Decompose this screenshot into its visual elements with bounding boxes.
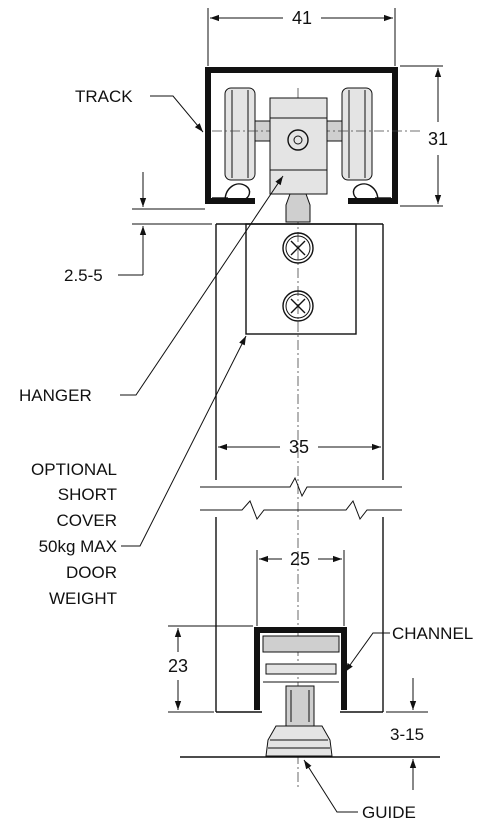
callout-track: TRACK xyxy=(75,87,204,133)
dimension-channel-height: 23 xyxy=(168,625,253,713)
dim-25-label: 25 xyxy=(290,549,310,569)
dim-41-label: 41 xyxy=(292,8,312,28)
door-panel xyxy=(200,223,402,713)
dim-23-label: 23 xyxy=(168,656,188,676)
callout-channel: CHANNEL xyxy=(344,624,473,673)
dim-31-label: 31 xyxy=(428,129,448,149)
channel xyxy=(254,627,347,710)
dim-35-label: 35 xyxy=(289,437,309,457)
dimension-track-width: 41 xyxy=(207,8,396,66)
weight-label-2: DOOR xyxy=(66,563,117,582)
dim-gap-label: 2.5-5 xyxy=(64,266,103,285)
hanger-label: HANGER xyxy=(19,386,92,405)
dimension-door-width: 35 xyxy=(218,437,381,457)
cover-label-3: COVER xyxy=(57,511,117,530)
guide-label: GUIDE xyxy=(362,803,416,820)
callout-guide: GUIDE xyxy=(303,759,416,820)
track xyxy=(205,67,420,223)
cover-label-2: SHORT xyxy=(58,485,117,504)
dimension-gap: 2.5-5 xyxy=(64,172,212,285)
hanger-plate xyxy=(245,223,357,335)
callout-cover: OPTIONAL SHORT COVER 50kg MAX DOOR WEIGH… xyxy=(31,335,247,608)
guide xyxy=(265,685,333,757)
cover-label-1: OPTIONAL xyxy=(31,460,117,479)
track-label: TRACK xyxy=(75,87,133,106)
channel-label: CHANNEL xyxy=(392,624,473,643)
screw-icon xyxy=(282,232,314,264)
callout-hanger: HANGER xyxy=(19,175,284,405)
weight-label-3: WEIGHT xyxy=(49,589,117,608)
dimension-guide-gap: 3-15 xyxy=(386,678,428,790)
dimension-track-height: 31 xyxy=(400,65,448,207)
weight-label-1: 50kg MAX xyxy=(39,537,117,556)
dimension-channel-width: 25 xyxy=(256,549,345,626)
screw-icon xyxy=(282,290,314,322)
dim-guide-gap-label: 3-15 xyxy=(390,725,424,744)
